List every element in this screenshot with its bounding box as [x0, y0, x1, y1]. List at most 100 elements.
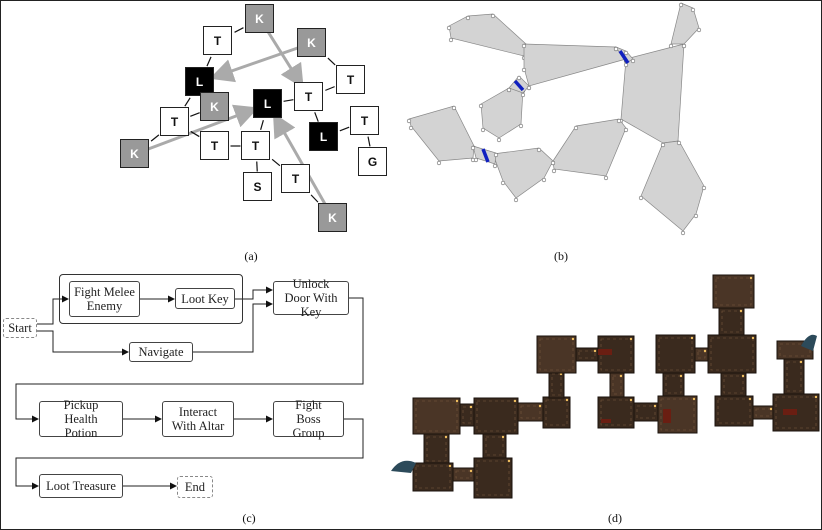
vertex-marker: [676, 140, 682, 146]
loot-treasure-node: Loot Treasure: [39, 474, 123, 498]
flow-connector: [15, 297, 364, 423]
torch-light: [629, 337, 633, 341]
vertex-marker: [701, 185, 707, 191]
dungeon-room: [694, 347, 709, 362]
vertex-marker: [623, 127, 629, 133]
dungeon-room: [412, 462, 454, 492]
vertex-marker: [541, 177, 547, 183]
torch-light: [741, 374, 745, 378]
floor-tiles: [786, 361, 802, 392]
fight-melee-node: Fight Melee Enemy: [69, 281, 140, 317]
dungeon-room: [712, 274, 755, 309]
torch-light: [448, 464, 452, 468]
flow-connector: [37, 295, 69, 325]
graph-node-g: G: [358, 147, 387, 176]
vertex-marker: [680, 230, 686, 236]
graph-node-t: T: [336, 65, 365, 94]
floor-tiles: [455, 470, 472, 479]
door-marker: [513, 79, 525, 92]
vertex-marker: [516, 75, 522, 81]
dungeon-room: [412, 397, 461, 435]
door-marker: [481, 148, 490, 163]
floor-tiles: [697, 350, 706, 359]
torch-light: [619, 374, 623, 378]
torch-light: [538, 404, 542, 408]
dungeon-room: [542, 396, 571, 429]
vertex-marker: [521, 43, 527, 49]
graph-node-t: T: [350, 106, 379, 135]
floor-tiles: [485, 436, 504, 456]
vertex-marker: [406, 118, 412, 124]
dungeon-room: [536, 335, 577, 374]
key-lock-arrow: [134, 104, 259, 156]
graph-node-k: K: [318, 203, 347, 232]
vertex-marker: [518, 123, 524, 129]
flow-connector: [37, 330, 129, 356]
navigate-node: Navigate: [129, 342, 193, 362]
panel-c-lines: [15, 286, 364, 490]
blue-object: [391, 460, 416, 473]
floor-tiles: [600, 399, 632, 426]
floor-tiles: [539, 338, 574, 371]
vertex-marker: [506, 87, 512, 93]
key-subgroup: [59, 274, 243, 324]
room-polygon: [492, 147, 554, 199]
vertex-marker: [465, 15, 471, 21]
door-marker: [618, 50, 630, 64]
graph-node-k: K: [297, 28, 326, 57]
graph-node-t: T: [281, 164, 310, 193]
floor-tiles: [600, 338, 632, 371]
torch-light: [769, 407, 773, 411]
carpet: [663, 409, 671, 423]
vertex-marker: [493, 152, 499, 158]
vertex-marker: [536, 147, 542, 153]
dungeon-room: [459, 403, 475, 427]
vertex-marker: [492, 163, 498, 169]
connection-arrow: [190, 130, 200, 138]
graph-node-t: T: [241, 131, 270, 160]
flow-connector: [15, 418, 364, 490]
vertex-marker: [551, 168, 557, 174]
vertex-marker: [496, 137, 502, 143]
label-b: (b): [554, 249, 568, 263]
vertex-marker: [623, 50, 629, 56]
torch-light: [739, 309, 743, 313]
connection-arrow: [190, 112, 200, 117]
connection-arrow: [150, 134, 160, 142]
vertex-marker: [603, 175, 609, 181]
torch-light: [692, 397, 696, 401]
vertex-marker: [480, 127, 486, 133]
floor-tiles: [660, 398, 695, 431]
flow-connector: [235, 286, 273, 300]
connection-arrow: [339, 126, 350, 132]
vertex-marker: [623, 62, 629, 68]
dungeon-room: [473, 457, 513, 499]
key-lock-arrow: [209, 41, 313, 83]
pickup-potion-node: Pickup Health Potion: [39, 398, 123, 440]
connection-arrow: [184, 97, 191, 107]
room-polygon: [523, 43, 627, 87]
vertex-marker: [660, 142, 666, 148]
vertex-marker: [448, 37, 454, 43]
graph-node-s: S: [243, 172, 272, 201]
torch-light: [653, 404, 657, 408]
vertex-marker: [696, 27, 702, 33]
label-c: (c): [242, 511, 256, 525]
connection-arrow: [234, 27, 244, 33]
room-polygon: [448, 13, 527, 57]
panel-d-dungeon: [391, 274, 820, 499]
floor-tiles: [665, 375, 682, 394]
graph-node-l: L: [185, 67, 214, 96]
floor-tiles: [520, 405, 541, 419]
graph-node-t: T: [203, 26, 232, 55]
room-polygon: [408, 105, 475, 162]
floor-tiles: [779, 343, 811, 357]
vertex-marker: [616, 118, 622, 124]
vertex-marker: [550, 160, 556, 166]
start-node: Start: [3, 318, 37, 338]
torch-light: [444, 435, 448, 439]
unlock-door-node: Unlock Door With Key: [273, 277, 349, 319]
torch-light: [690, 336, 694, 340]
floor-tiles: [476, 400, 516, 432]
